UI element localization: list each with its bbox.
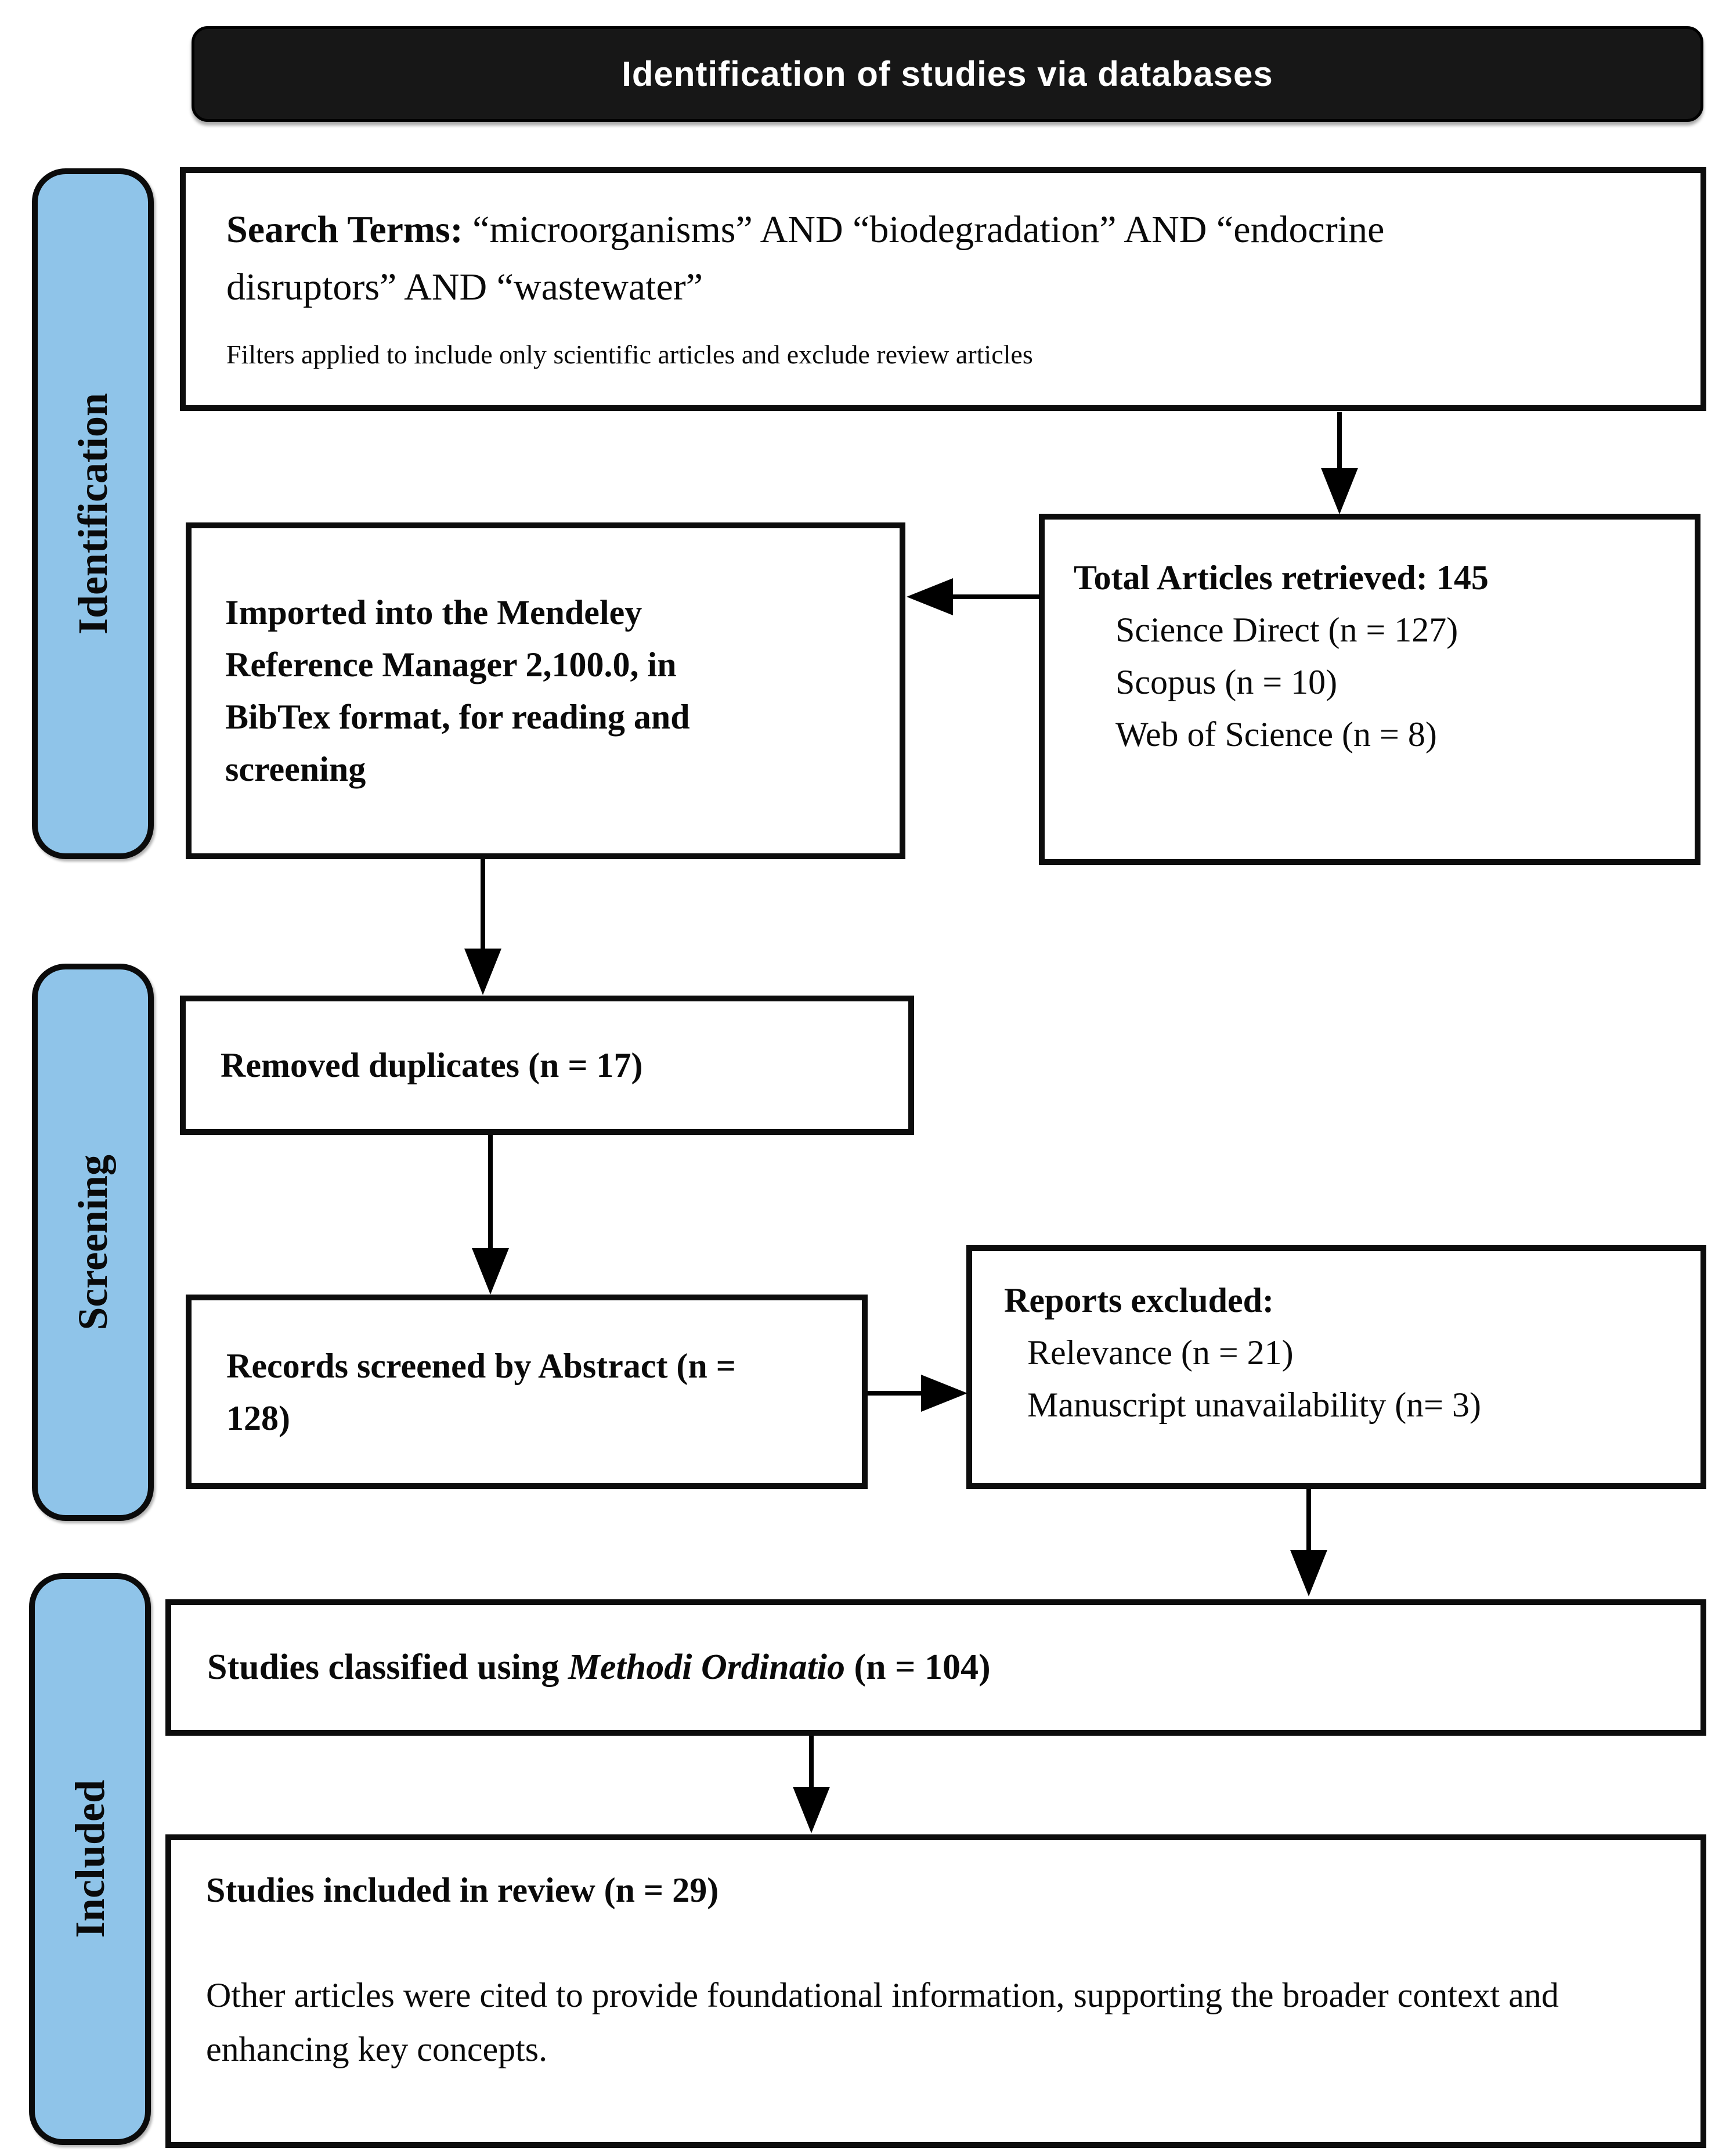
connector-line	[481, 859, 485, 951]
studies-included-title: Studies included in review (n = 29)	[206, 1871, 719, 1909]
source-scopus: Scopus (n = 10)	[1115, 663, 1338, 701]
arrowhead-right-icon	[921, 1375, 967, 1412]
exclusion-reason-relevance: Relevance (n = 21)	[1027, 1333, 1294, 1372]
arrowhead-down-icon	[1290, 1550, 1327, 1596]
stage-label-text: Screening	[69, 1154, 116, 1331]
records-screened-box: Records screened by Abstract (n = 128)	[186, 1295, 868, 1489]
connector-line	[953, 594, 1040, 599]
filters-note: Filters applied to include only scientif…	[226, 340, 1033, 369]
methodi-ordinatio-label: Methodi Ordinatio	[568, 1647, 846, 1687]
removed-duplicates-box: Removed duplicates (n = 17)	[180, 996, 914, 1135]
search-terms-label: Search Terms:	[226, 208, 463, 251]
studies-included-box: Studies included in review (n = 29) Othe…	[165, 1834, 1706, 2148]
diagram-header: Identification of studies via databases	[192, 26, 1703, 122]
studies-classified-count: (n = 104)	[845, 1647, 991, 1687]
connector-line	[1337, 412, 1342, 470]
search-terms-query: “microorganisms” AND “biodegradation” AN…	[226, 208, 1385, 308]
stage-label-screening: Screening	[32, 964, 154, 1521]
arrowhead-down-icon	[1321, 468, 1358, 514]
source-science-direct: Science Direct (n = 127)	[1115, 611, 1458, 649]
total-articles-box: Total Articles retrieved: 145 Science Di…	[1039, 514, 1700, 865]
studies-classified-prefix: Studies classified using	[207, 1647, 568, 1687]
arrowhead-down-icon	[464, 949, 501, 995]
total-articles-title: Total Articles retrieved: 145	[1074, 558, 1489, 597]
connector-line	[868, 1391, 923, 1396]
search-terms-box: Search Terms: “microorganisms” AND “biod…	[180, 167, 1706, 411]
studies-classified-box: Studies classified using Methodi Ordinat…	[165, 1599, 1706, 1736]
diagram-title: Identification of studies via databases	[622, 55, 1273, 93]
stage-label-text: Identification	[69, 392, 116, 634]
connector-line	[488, 1135, 493, 1250]
search-terms-text: Search Terms: “microorganisms” AND “biod…	[226, 201, 1492, 316]
source-web-of-science: Web of Science (n = 8)	[1115, 715, 1437, 753]
stage-label-identification: Identification	[32, 168, 154, 859]
mendeley-import-text: Imported into the Mendeley Reference Man…	[225, 593, 690, 788]
reports-excluded-box: Reports excluded: Relevance (n = 21) Man…	[966, 1245, 1706, 1489]
stage-label-included: Included	[29, 1573, 151, 2145]
reports-excluded-title: Reports excluded:	[1004, 1281, 1274, 1319]
records-screened-text: Records screened by Abstract (n = 128)	[226, 1346, 736, 1437]
arrowhead-left-icon	[907, 578, 953, 615]
arrowhead-down-icon	[472, 1248, 509, 1295]
stage-label-text: Included	[66, 1780, 113, 1938]
exclusion-reason-unavailability: Manuscript unavailability (n= 3)	[1027, 1386, 1481, 1424]
mendeley-import-box: Imported into the Mendeley Reference Man…	[186, 522, 905, 859]
studies-included-note: Other articles were cited to provide fou…	[206, 1976, 1559, 2068]
arrowhead-down-icon	[793, 1787, 830, 1833]
removed-duplicates-text: Removed duplicates (n = 17)	[221, 1045, 643, 1084]
connector-line	[1306, 1489, 1311, 1552]
connector-line	[809, 1736, 814, 1789]
